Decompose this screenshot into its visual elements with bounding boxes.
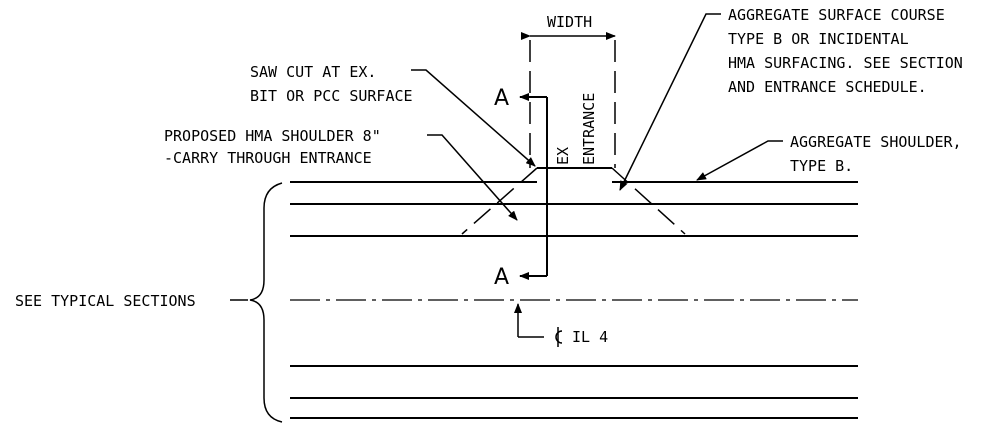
width-label: WIDTH <box>547 13 592 31</box>
typical-sections-label: SEE TYPICAL SECTIONS <box>15 292 196 310</box>
section-label-bottom: A <box>494 265 509 290</box>
hma-shoulder-note: PROPOSED HMA SHOULDER 8" -CARRY THROUGH … <box>164 127 381 167</box>
saw-cut-leader <box>411 69 536 167</box>
section-label-top: A <box>494 86 509 111</box>
aggregate-shoulder-line-1: AGGREGATE SHOULDER, <box>790 133 962 151</box>
aggregate-shoulder-leader <box>696 140 783 181</box>
aggregate-surface-note: AGGREGATE SURFACE COURSE TYPE B OR INCID… <box>728 6 963 96</box>
aggregate-surface-line-1: AGGREGATE SURFACE COURSE <box>728 6 945 24</box>
entrance-label: ENTRANCE <box>580 93 598 165</box>
hma-shoulder-line-1: PROPOSED HMA SHOULDER 8" <box>164 127 381 145</box>
aggregate-surface-leader <box>619 13 721 191</box>
aggregate-surface-line-4: AND ENTRANCE SCHEDULE. <box>728 78 927 96</box>
centerline-symbol-icon <box>555 327 563 347</box>
aggregate-surface-line-3: HMA SURFACING. SEE SECTION <box>728 54 963 72</box>
ex-label: EX <box>554 147 572 165</box>
aggregate-surface-line-2: TYPE B OR INCIDENTAL <box>728 30 909 48</box>
saw-cut-line-1: SAW CUT AT EX. <box>250 63 376 81</box>
aggregate-shoulder-line-2: TYPE B. <box>790 157 853 175</box>
aggregate-shoulder-note: AGGREGATE SHOULDER, TYPE B. <box>790 133 962 175</box>
saw-cut-note: SAW CUT AT EX. BIT OR PCC SURFACE <box>250 63 413 105</box>
typical-sections-brace <box>249 182 283 423</box>
centerline-label: IL 4 <box>572 328 608 346</box>
saw-cut-line-2: BIT OR PCC SURFACE <box>250 87 413 105</box>
hma-shoulder-line-2: -CARRY THROUGH ENTRANCE <box>164 149 372 167</box>
hma-shoulder-leader <box>427 134 518 221</box>
entrance-taper-right <box>611 167 686 235</box>
